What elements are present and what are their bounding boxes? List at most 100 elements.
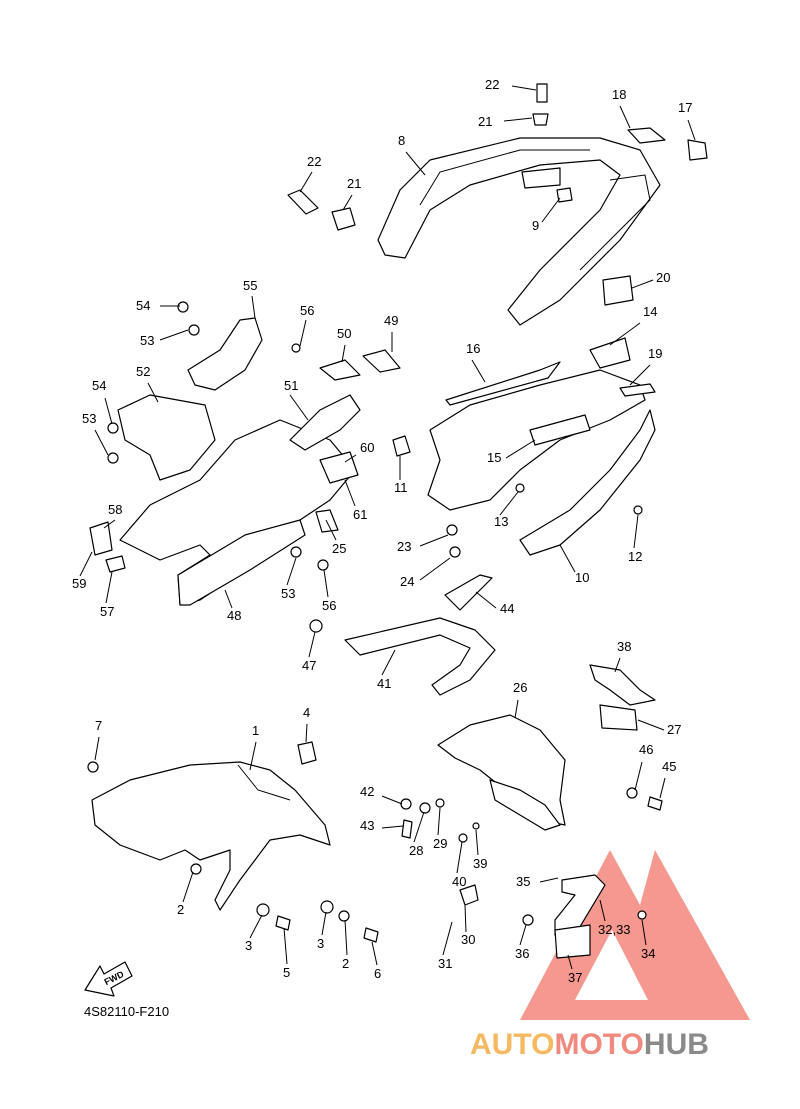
callout-42: 42	[360, 784, 403, 805]
leader-line	[609, 322, 641, 346]
callout-number: 51	[284, 378, 298, 393]
leader-line	[224, 589, 233, 609]
callout-number: 20	[656, 270, 670, 285]
callout-number: 5	[283, 965, 290, 980]
leader-line	[344, 919, 348, 956]
leader-line	[471, 359, 486, 383]
callout-51: 51	[284, 378, 309, 421]
callout-13: 13	[494, 491, 519, 529]
callout-number: 47	[302, 658, 316, 673]
watermark-hub: HUB	[644, 1028, 709, 1061]
callout-number: 11	[394, 480, 408, 495]
callout-number: 26	[513, 680, 527, 695]
callout-number: 36	[515, 946, 529, 961]
callout-number: 22	[307, 154, 321, 169]
callout-number: 48	[227, 608, 241, 623]
leader-line	[94, 429, 109, 456]
callout-number: 16	[466, 341, 480, 356]
callout-number: 10	[575, 570, 589, 585]
leader-line	[619, 105, 631, 129]
callout-18: 18	[612, 87, 631, 129]
callout-number: 12	[628, 549, 642, 564]
callout-53: 53	[82, 411, 109, 456]
callout-number: 37	[568, 970, 582, 985]
fwd-arrow-icon: FWD	[84, 961, 133, 997]
leader-line	[405, 151, 426, 176]
leader-line	[419, 557, 451, 581]
leader-line	[159, 329, 189, 341]
callout-number: 22	[485, 77, 499, 92]
callout-number: 43	[360, 818, 374, 833]
callout-59: 59	[72, 551, 93, 591]
leader-line	[475, 829, 479, 856]
leader-line	[341, 344, 346, 363]
watermark-text: AUTOMOTOHUB	[470, 1028, 709, 1061]
callout-number: 2	[177, 902, 184, 917]
callout-50: 50	[337, 326, 351, 363]
leader-line	[289, 394, 309, 421]
leader-line	[519, 924, 527, 946]
callout-36: 36	[515, 924, 529, 961]
leader-line	[182, 871, 194, 903]
callout-number: 58	[108, 502, 122, 517]
callout-number: 25	[332, 541, 346, 556]
callout-number: 29	[433, 836, 447, 851]
leader-line	[499, 491, 519, 516]
callout-number: 56	[322, 598, 336, 613]
leader-line	[559, 544, 576, 573]
leader-line	[539, 877, 559, 883]
leader-line	[79, 551, 93, 577]
callout-2: 2	[177, 871, 194, 917]
leader-line	[325, 519, 337, 541]
callout-27: 27	[637, 719, 681, 737]
callout-number: 53	[82, 411, 96, 426]
leader-line	[419, 534, 449, 547]
leader-line	[249, 741, 257, 771]
callout-31: 31	[438, 921, 453, 971]
callout-49: 49	[384, 313, 398, 352]
callout-4: 4	[303, 705, 310, 743]
leader-line	[103, 519, 116, 529]
leader-line	[104, 397, 113, 425]
leader-line	[94, 736, 100, 761]
callout-6: 6	[371, 941, 381, 981]
leader-line	[381, 825, 404, 829]
callout-number: 21	[347, 176, 361, 191]
front-fender	[87, 741, 379, 943]
svg-text:AUTOMOTOHUB: AUTOMOTOHUB	[470, 1028, 709, 1061]
callout-61: 61	[344, 479, 367, 522]
leader-line	[634, 761, 643, 791]
callout-number: 19	[648, 346, 662, 361]
callout-1: 1	[249, 723, 259, 771]
callout-number: 3	[245, 938, 252, 953]
leader-line	[503, 117, 533, 122]
leader-line	[381, 795, 403, 805]
leader-line	[442, 921, 453, 956]
callout-number: 44	[500, 601, 514, 616]
callout-54: 54	[92, 378, 113, 425]
callout-24: 24	[400, 557, 451, 589]
leader-line	[614, 657, 621, 673]
callout-39: 39	[473, 829, 487, 871]
license-bracket-assembly	[400, 664, 663, 959]
leader-line	[299, 319, 307, 347]
callout-number: 41	[377, 676, 391, 691]
callout-58: 58	[103, 502, 122, 529]
callout-number: 31	[438, 956, 452, 971]
callout-56: 56	[322, 569, 336, 613]
callout-29: 29	[433, 807, 447, 851]
callout-number: 55	[243, 278, 257, 293]
callout-56: 56	[299, 303, 314, 347]
leader-line	[464, 904, 467, 933]
callout-number: 13	[494, 514, 508, 529]
callout-46: 46	[634, 742, 653, 791]
callout-38: 38	[614, 639, 631, 673]
callout-8: 8	[398, 133, 426, 176]
leader-line	[511, 85, 537, 91]
callout-number: 59	[72, 576, 86, 591]
leader-line	[659, 777, 666, 799]
callout-35: 35	[516, 874, 559, 889]
callout-number: 17	[678, 100, 692, 115]
callout-number: 35	[516, 874, 530, 889]
